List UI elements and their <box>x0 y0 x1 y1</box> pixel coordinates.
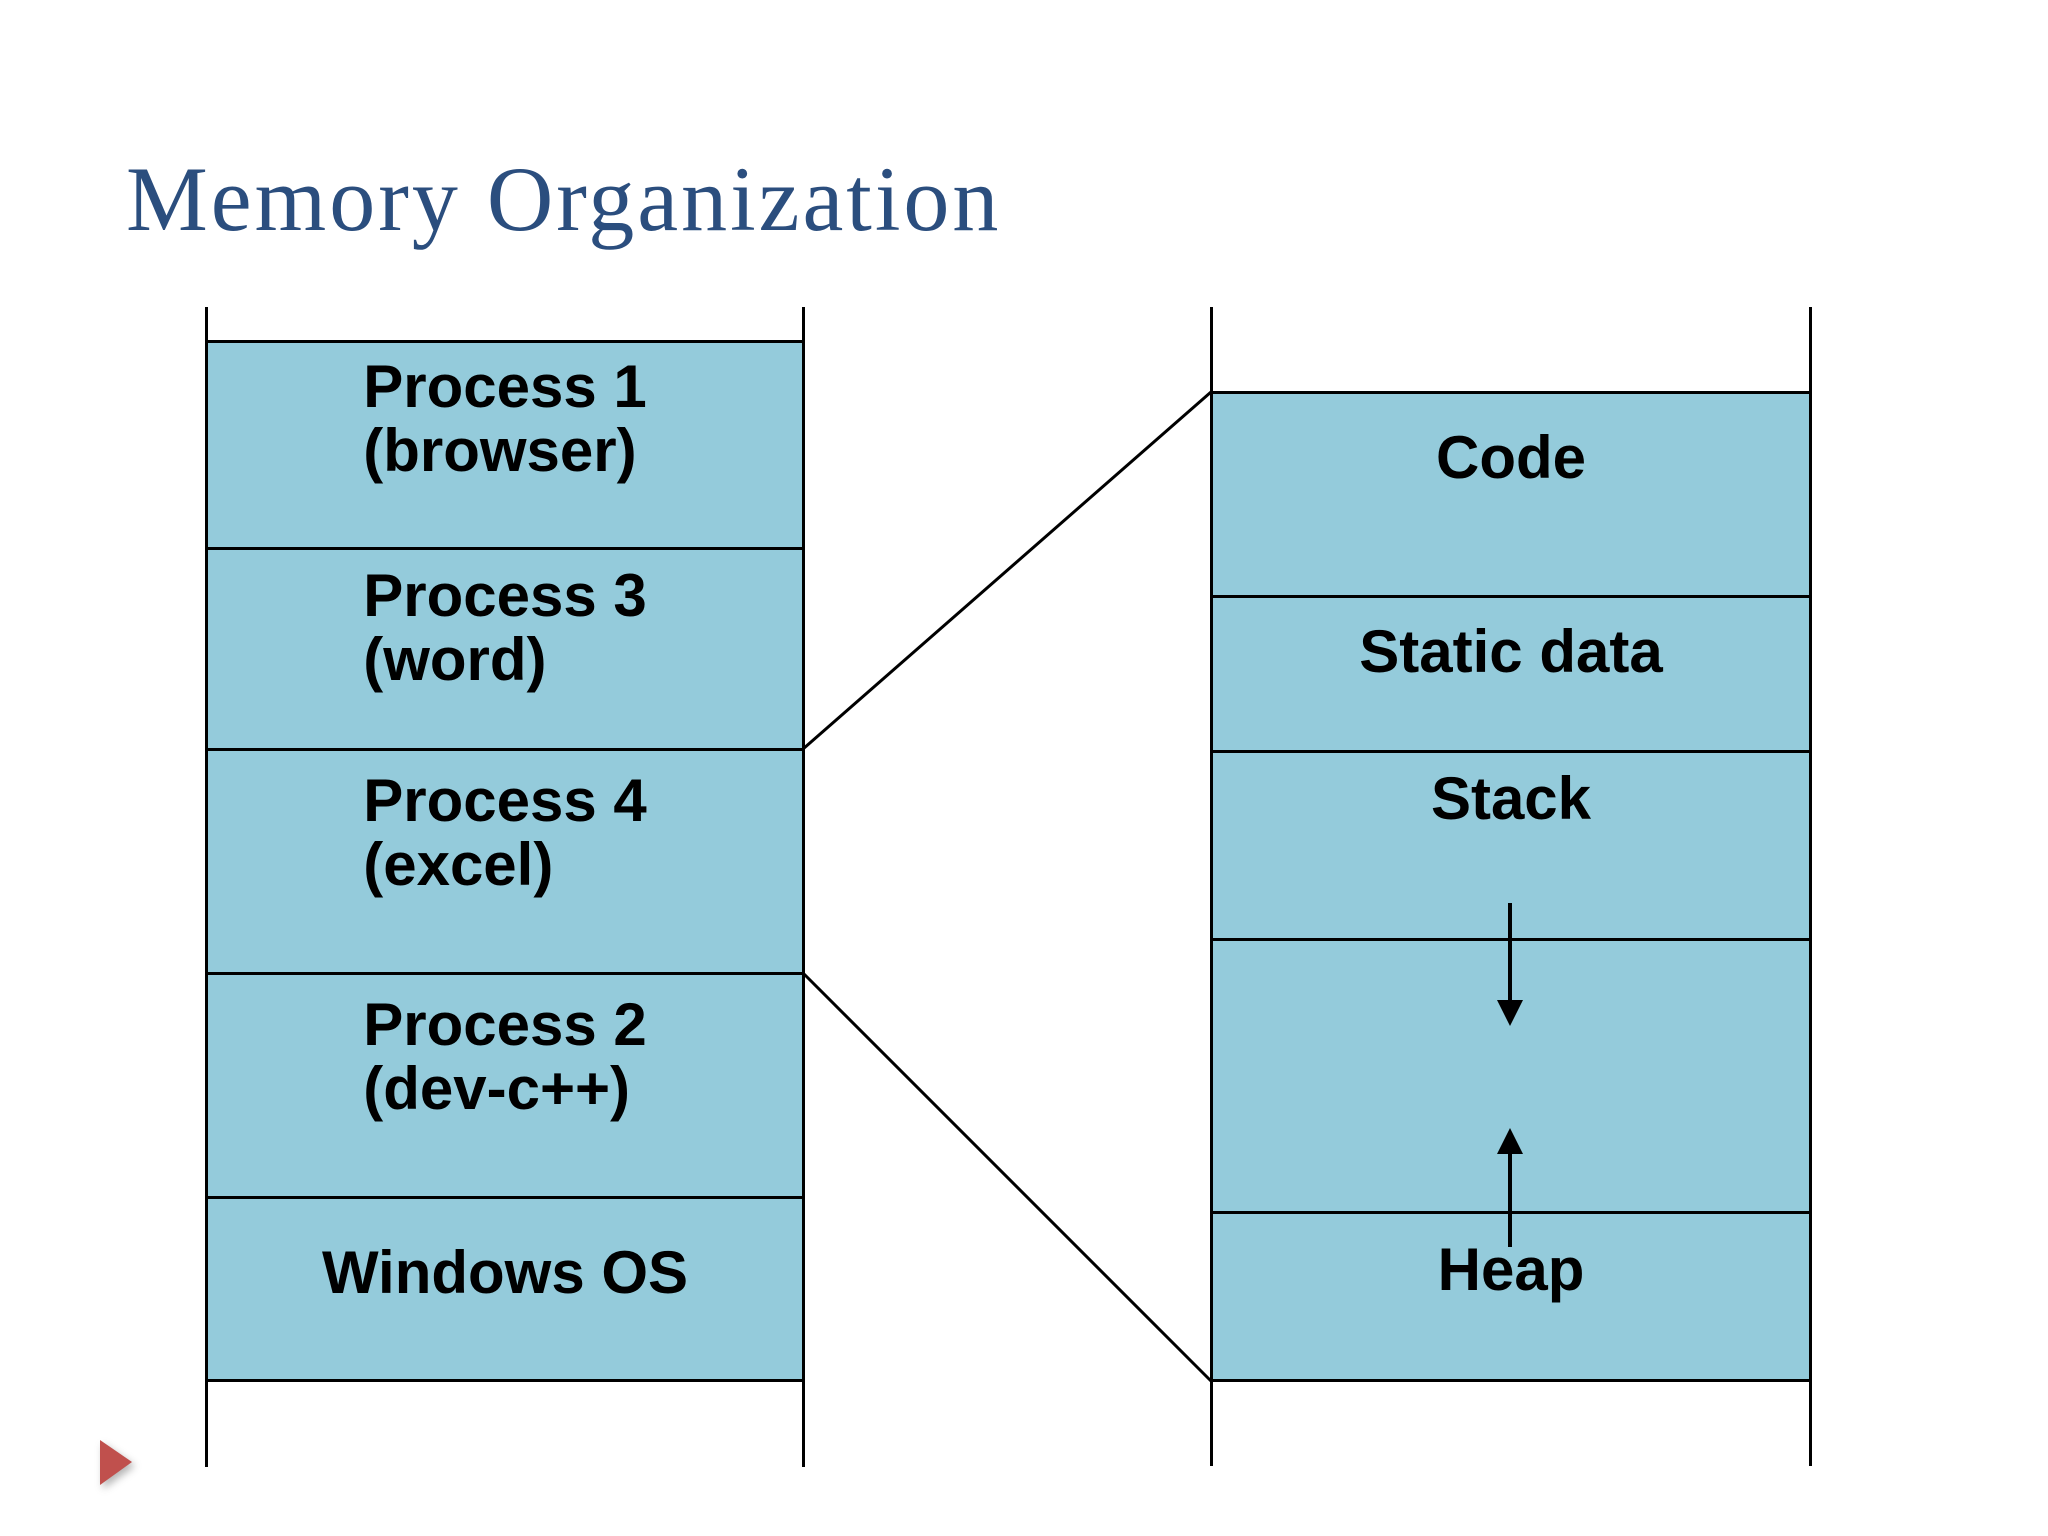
layout-column-left-rail <box>1210 307 1213 1466</box>
memory-box-label: Process 3 (word) <box>363 564 647 692</box>
process-name: Process 2 <box>363 991 647 1058</box>
slide-title: Memory Organization <box>126 148 1002 250</box>
memory-box-label: Process 1 (browser) <box>363 355 647 483</box>
segment-box-stack: Stack <box>1210 750 1812 938</box>
segment-label: Code <box>1436 424 1586 491</box>
memory-box-process-4: Process 4 (excel) <box>205 748 805 972</box>
memory-box-label: Process 4 (excel) <box>363 769 647 897</box>
segment-box-free-space <box>1210 938 1812 1211</box>
process-name: Process 3 <box>363 562 647 629</box>
process-descr: (excel) <box>363 831 554 898</box>
process-descr: (dev-c++) <box>363 1055 630 1122</box>
process-layout-column: Code Static data Stack Heap <box>1210 307 1812 1466</box>
segment-label: Stack <box>1430 765 1592 832</box>
memory-box-windows-os: Windows OS <box>205 1196 805 1382</box>
process-name: Process 4 <box>363 767 647 834</box>
expansion-line-bottom <box>801 971 1213 1383</box>
process-descr: (browser) <box>363 417 637 484</box>
physical-memory-column: Process 1 (browser) Process 3 (word) Pro… <box>205 307 805 1467</box>
process-descr: (word) <box>363 626 547 693</box>
segment-box-heap: Heap <box>1210 1211 1812 1382</box>
memory-box-label: Windows OS <box>322 1241 688 1305</box>
process-name: Windows OS <box>321 1239 689 1306</box>
segment-box-code: Code <box>1210 391 1812 595</box>
expansion-line-top <box>802 390 1212 751</box>
memory-column-right-rail <box>802 307 805 1467</box>
segment-box-static-data: Static data <box>1210 595 1812 750</box>
segment-label: Static data <box>1359 618 1663 685</box>
memory-box-process-1: Process 1 (browser) <box>205 340 805 547</box>
memory-box-label: Process 2 (dev-c++) <box>363 993 647 1121</box>
memory-column-left-rail <box>205 307 208 1467</box>
process-name: Process 1 <box>363 353 647 420</box>
slide-nav-triangle-icon <box>100 1440 132 1485</box>
memory-box-process-2: Process 2 (dev-c++) <box>205 972 805 1196</box>
segment-label: Heap <box>1437 1236 1585 1303</box>
memory-box-process-3: Process 3 (word) <box>205 547 805 748</box>
layout-column-right-rail <box>1809 307 1812 1466</box>
